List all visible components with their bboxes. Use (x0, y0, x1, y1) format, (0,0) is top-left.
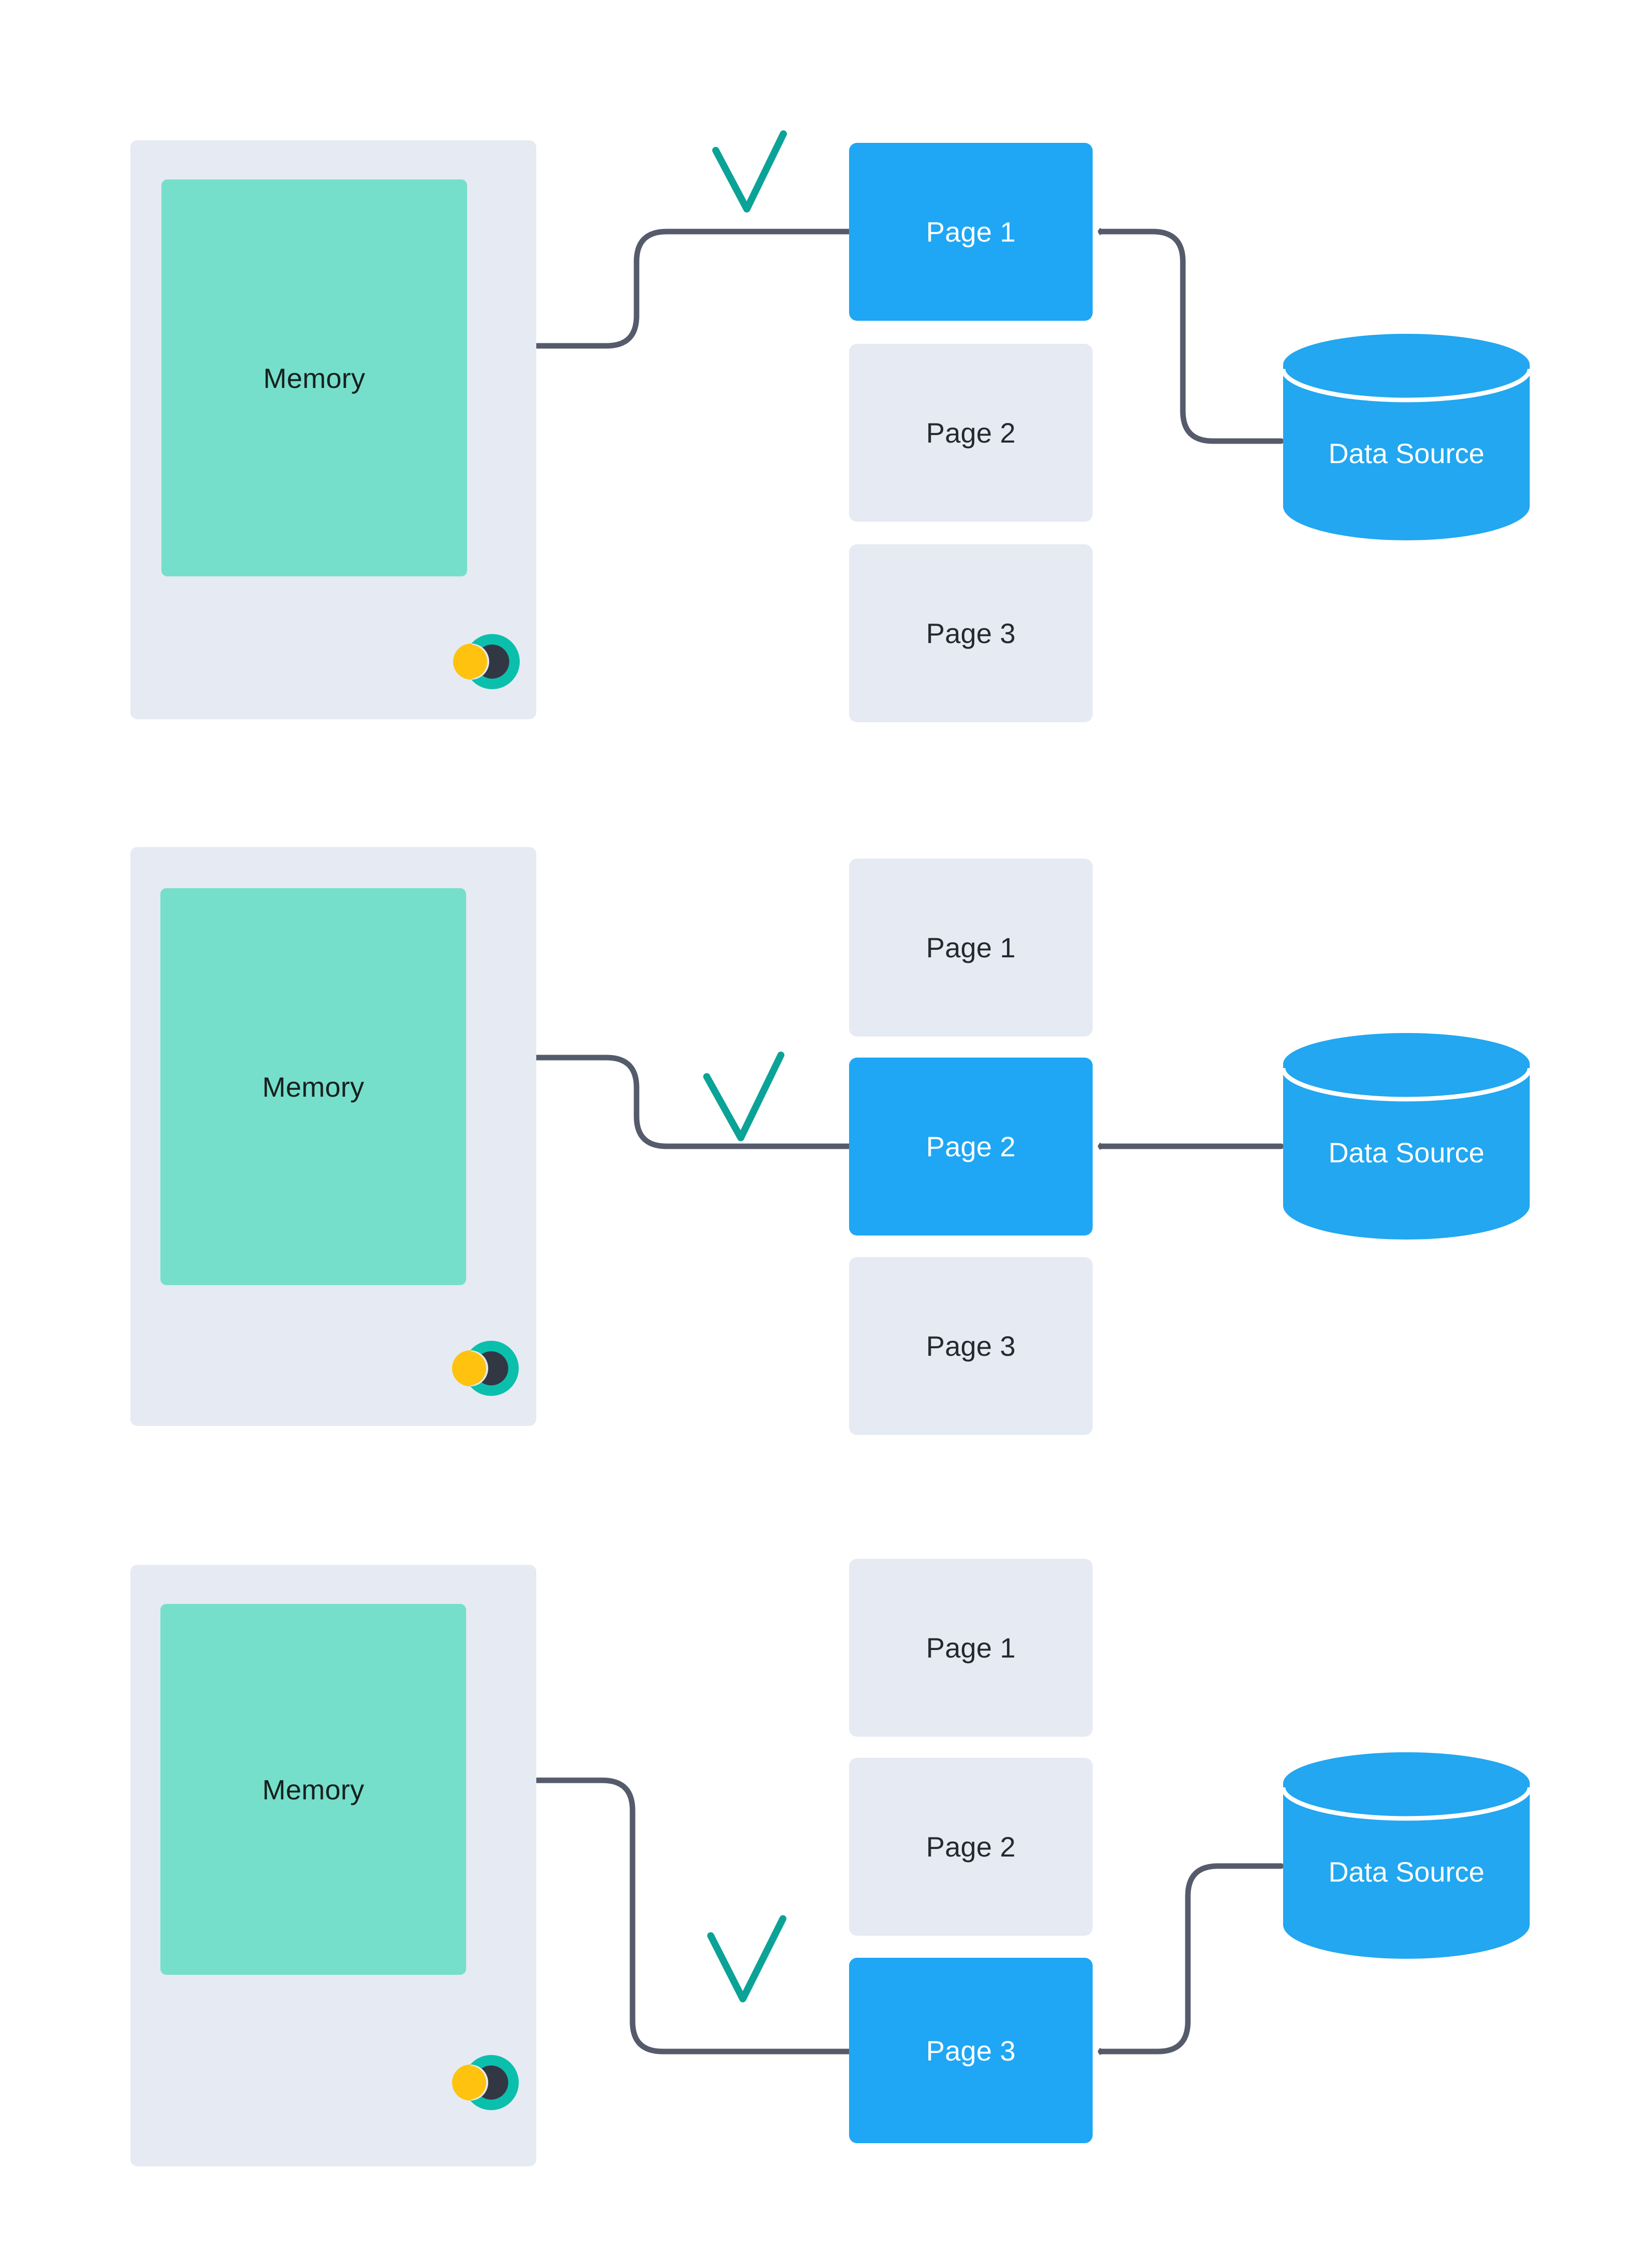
page-box-step-1-page-3[interactable]: Page 3 (849, 544, 1093, 722)
data-source-step-2: Data Source (1281, 1030, 1532, 1241)
data-source-label-step-3: Data Source (1328, 1856, 1485, 1888)
brand-logo-step-1 (444, 629, 529, 694)
page-box-step-1-page-1[interactable]: Page 1 (849, 143, 1093, 321)
memory-block-step-1: Memory (161, 179, 467, 576)
page-box-step-2-page-1[interactable]: Page 1 (849, 859, 1093, 1037)
data-source-step-3: Data Source (1281, 1749, 1532, 1960)
check-icon-step-1 (712, 130, 787, 213)
page-box-step-2-page-2[interactable]: Page 2 (849, 1058, 1093, 1236)
arrow-datasource-to-page1 (1098, 232, 1284, 444)
page-box-step-3-page-2[interactable]: Page 2 (849, 1758, 1093, 1936)
data-source-label-step-2: Data Source (1328, 1137, 1485, 1168)
page-box-step-3-page-1[interactable]: Page 1 (849, 1559, 1093, 1737)
check-icon-step-2 (703, 1052, 784, 1141)
data-source-step-1: Data Source (1281, 331, 1532, 541)
data-source-label-step-1: Data Source (1328, 438, 1485, 469)
memory-block-step-2: Memory (160, 888, 466, 1285)
check-icon-step-3 (707, 1915, 786, 2002)
page-box-step-1-page-2[interactable]: Page 2 (849, 344, 1093, 522)
page-box-step-3-page-3[interactable]: Page 3 (849, 1958, 1093, 2143)
brand-logo-step-3 (443, 2050, 528, 2115)
memory-block-step-3: Memory (160, 1604, 466, 1975)
brand-logo-step-2 (443, 1336, 528, 1401)
arrow-datasource-to-page3 (1098, 1863, 1284, 2051)
page-box-step-2-page-3[interactable]: Page 3 (849, 1257, 1093, 1435)
